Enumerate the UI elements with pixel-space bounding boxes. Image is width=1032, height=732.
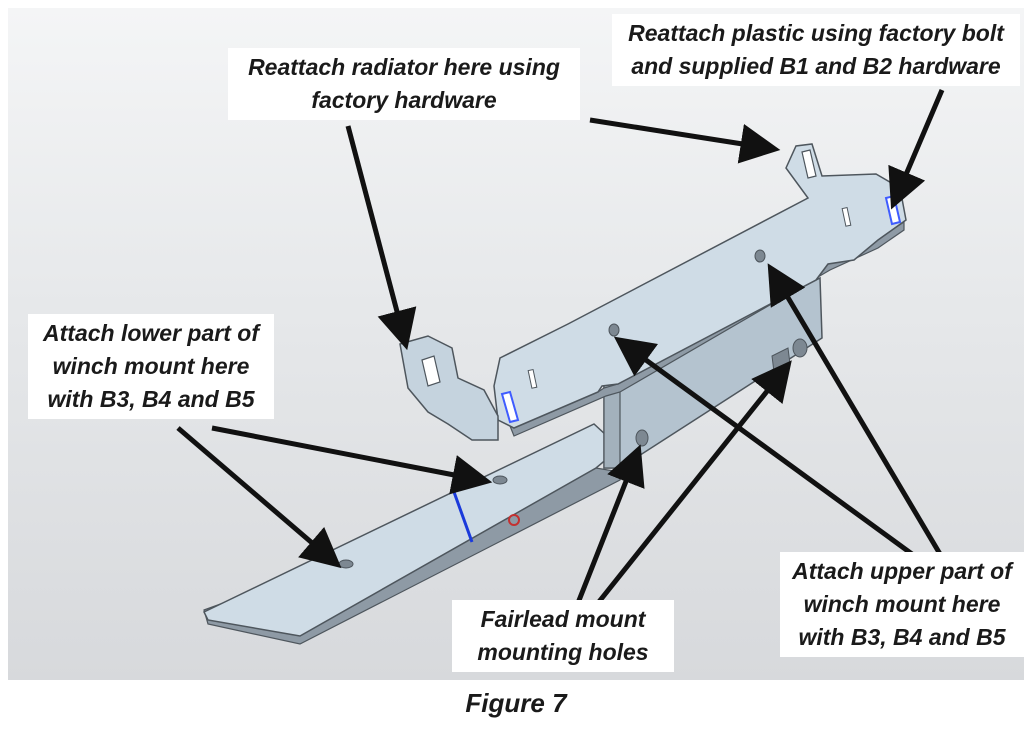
arrow-plastic-top: [589, 117, 781, 164]
arrow-fairlead-2: [592, 360, 792, 610]
callout-fairlead-line1: Fairlead mount: [480, 606, 646, 632]
fairlead-hole-2: [792, 338, 808, 358]
arrow-lower-2: [176, 426, 342, 569]
callout-plastic-line2: and supplied B1 and B2 hardware: [631, 53, 1001, 79]
lower-hole-1: [492, 475, 508, 485]
callout-plastic: Reattach plastic using factory bolt and …: [612, 14, 1020, 86]
arrow-upper-2: [767, 263, 943, 556]
callout-fairlead-line2: mounting holes: [477, 639, 649, 665]
callout-upper-line2: winch mount here: [803, 591, 1001, 617]
callout-lower-line2: winch mount here: [52, 353, 250, 379]
callout-lower-line1: Attach lower part of: [43, 320, 259, 346]
callout-fairlead: Fairlead mount mounting holes: [452, 600, 674, 672]
arrow-plastic-right: [888, 89, 945, 210]
arrow-lower-1: [211, 425, 493, 495]
bracket-diagram: [176, 89, 945, 645]
fairlead-hole-1: [635, 429, 649, 447]
callout-upper: Attach upper part of winch mount here wi…: [780, 552, 1024, 657]
figure-caption: Figure 7: [465, 688, 567, 718]
cad-axis-marker: [452, 491, 474, 543]
upper-plate: [493, 143, 907, 429]
radiator-tab-slot: [421, 355, 441, 387]
upper-hole-right: [754, 249, 766, 263]
arrow-radiator: [345, 125, 417, 351]
top-tab-slot: [801, 149, 817, 179]
callout-radiator: Reattach radiator here using factory har…: [228, 48, 580, 120]
arrow-upper-1: [613, 336, 914, 557]
lower-plate: [202, 423, 622, 637]
plate-slot-left: [527, 368, 538, 389]
callout-lower-line3: with B3, B4 and B5: [47, 386, 255, 412]
callout-upper-line3: with B3, B4 and B5: [798, 624, 1006, 650]
callout-lower: Attach lower part of winch mount here wi…: [28, 314, 274, 419]
callout-radiator-line1: Reattach radiator here using: [248, 54, 560, 80]
arrow-fairlead-1: [573, 444, 645, 609]
lower-hole-2: [338, 559, 354, 569]
callout-upper-line1: Attach upper part of: [792, 558, 1012, 584]
callout-radiator-line2: factory hardware: [311, 87, 497, 113]
upper-hole-mid: [608, 323, 620, 337]
cad-origin-marker: [508, 514, 520, 526]
callout-plastic-line1: Reattach plastic using factory bolt: [628, 20, 1004, 46]
radiator-tab: [399, 335, 499, 441]
plate-slot-right: [841, 206, 852, 227]
left-highlight-slot: [500, 390, 520, 424]
figure-stage: Reattach radiator here using factory har…: [8, 8, 1024, 680]
